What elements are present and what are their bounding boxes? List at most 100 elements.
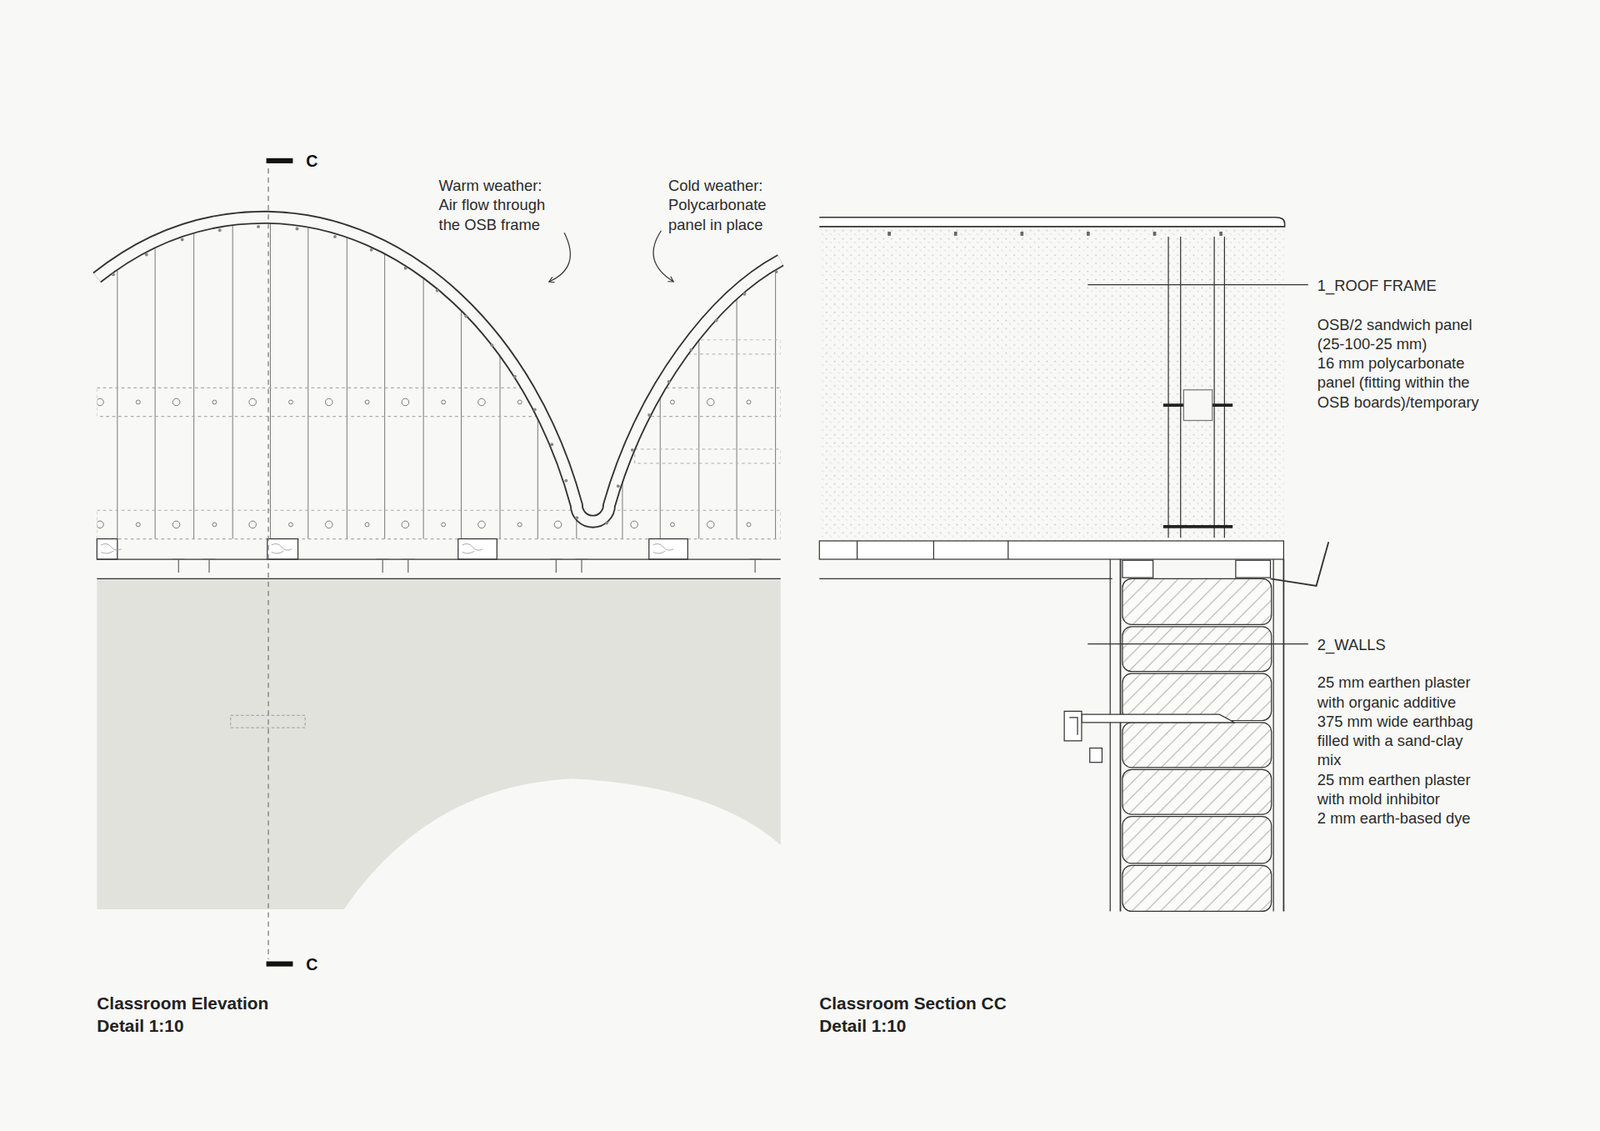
bolt [706,398,715,406]
drawing-caption: Classroom Section CC Detail 1:10 [819,992,1042,1038]
osb-frame [96,204,781,540]
wood-grain [271,544,292,555]
osb-board-edge [270,204,271,540]
wood-grain [462,544,483,555]
osb-band [96,510,780,539]
screw [513,375,517,379]
screw [490,343,494,347]
bolt [554,520,562,529]
bolt [365,522,370,527]
osb-board-edge [155,204,156,540]
block [1183,390,1212,421]
bolt [441,400,446,405]
bolt [325,520,333,529]
screw [111,272,115,276]
note-text: Warm weather: Air flow through the OSB f… [439,175,560,235]
screw [333,235,337,239]
earthbag [1122,865,1272,911]
spec-text: 16 mm polycarbonate panel (fitting withi… [1317,353,1490,412]
earthbag [1122,578,1272,625]
osb-board-edge [698,204,700,540]
screw [954,231,958,236]
bolt [289,400,294,405]
board-joint [933,540,935,560]
bolt [135,400,140,405]
screw [401,559,415,573]
polycarbonate-hidden [635,449,781,464]
plaster-face [1120,559,1122,911]
timber-beam [267,539,299,560]
screw [203,559,216,573]
spec-text: 2 mm earth-based dye [1317,808,1490,828]
bolt [212,522,217,527]
osb-board-edge [460,204,462,540]
osb-board-edge [621,204,623,540]
screw [256,225,260,229]
bolt [289,522,294,527]
osb-board-edge [537,204,539,540]
earthbag [1122,816,1272,864]
stud [1214,236,1215,538]
ceiling-line [819,578,1112,580]
part-name: 2_WALLS [1317,635,1386,655]
osb-board-edge [346,204,348,540]
osb-board-edge [423,204,425,540]
screw [605,521,609,525]
section-mark: C [305,150,318,170]
anchor-rod [1081,714,1235,723]
bolt [441,522,446,527]
osb-board-edge [736,204,738,540]
screw [647,413,651,417]
bolt [212,400,217,405]
arch-fill [96,217,780,522]
roof-membrane [819,217,1285,227]
timber-beam [96,539,117,560]
bolt [249,398,257,406]
earthbag [1122,722,1272,768]
screw [887,231,891,236]
ceiling-board [819,540,1284,560]
earthbag [1122,673,1272,720]
plaster-face [1273,559,1275,911]
earthbag [1122,626,1272,672]
bolt [554,398,562,406]
plate-line [96,558,780,560]
osb-board-edge [232,204,234,540]
earth-wall [96,578,780,910]
arch-outline [96,217,780,522]
spec-text: 25 mm earthen plaster with mold inhibito… [1317,769,1490,809]
section-mark: C [305,955,318,975]
screw [218,228,222,232]
screw [689,348,693,352]
bolt [746,522,751,527]
bolt [706,520,715,529]
section-marker [266,158,294,164]
bolt [594,400,599,405]
screw [1020,231,1024,236]
screw [1219,231,1223,236]
screw [616,484,620,488]
screw [575,515,579,520]
bolt [96,520,105,529]
screw [435,289,440,293]
leader-line [1087,284,1308,285]
screw [370,248,374,252]
osb-board-edge [660,204,661,540]
bolt [365,400,370,405]
bolt [96,398,105,406]
spec-text: 375 mm wide earthbag filled with a sand-… [1317,710,1490,770]
roof-sandwich-panel [819,225,1284,541]
bolt [478,520,486,529]
bolt [478,398,486,406]
screw [172,559,185,573]
screw [376,559,390,573]
screw [667,380,671,384]
osb-board-edge [307,204,309,540]
screw [775,270,779,274]
screw [575,559,589,573]
osb-board-edge [116,204,118,540]
screw [404,266,408,270]
drawing-caption: Classroom Elevation Detail 1:10 [96,992,311,1038]
section-marker [266,960,294,966]
